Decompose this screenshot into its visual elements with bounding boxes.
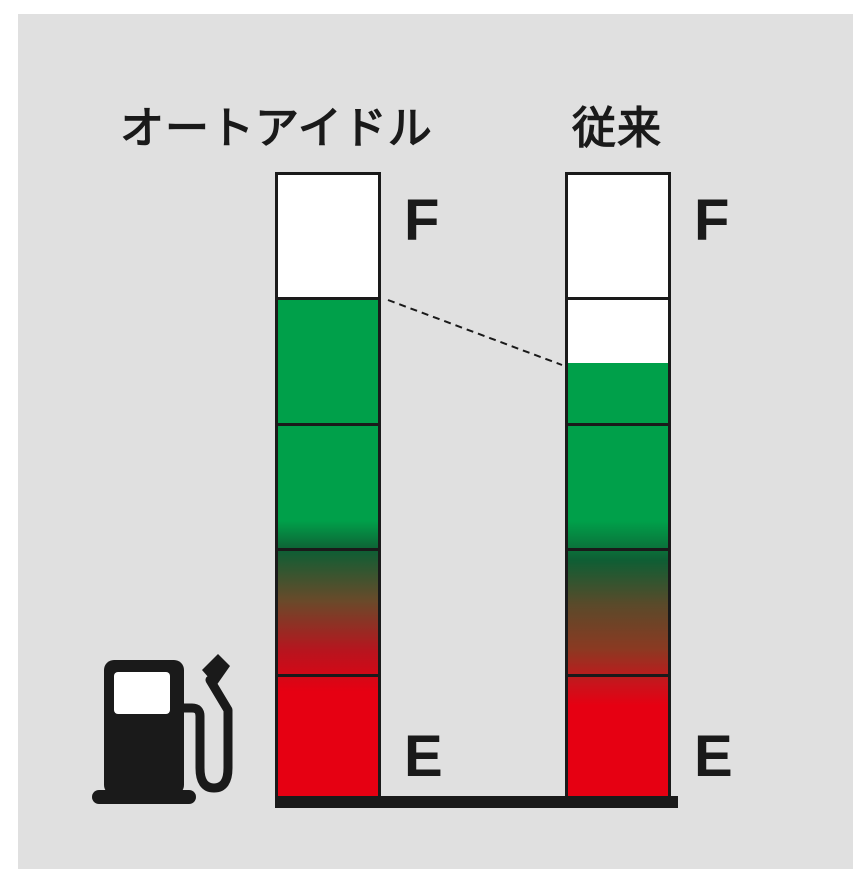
gauge-base-line — [275, 796, 678, 808]
segment-divider — [568, 548, 668, 552]
segment-divider — [278, 673, 378, 677]
segment-divider — [278, 548, 378, 552]
auto-idle-title: オートアイドル — [120, 103, 433, 154]
auto-idle-fuel-gauge — [275, 172, 381, 805]
conventional-empty-mark: E — [694, 724, 733, 789]
dashed-level-line — [387, 299, 563, 366]
conventional-fuel-fill — [568, 363, 668, 802]
auto-idle-fuel-fill — [278, 300, 378, 802]
conventional-title: 従来 — [572, 103, 662, 154]
segment-divider — [568, 297, 668, 301]
conventional-full-mark: F — [694, 188, 730, 253]
segment-divider — [568, 422, 668, 426]
conventional-fuel-gauge — [565, 172, 671, 805]
auto-idle-empty-mark: E — [404, 724, 443, 789]
segment-divider — [278, 297, 378, 301]
fuel-pump-icon — [92, 654, 233, 804]
segment-divider — [278, 422, 378, 426]
segment-divider — [568, 673, 668, 677]
auto-idle-full-mark: F — [404, 188, 440, 253]
